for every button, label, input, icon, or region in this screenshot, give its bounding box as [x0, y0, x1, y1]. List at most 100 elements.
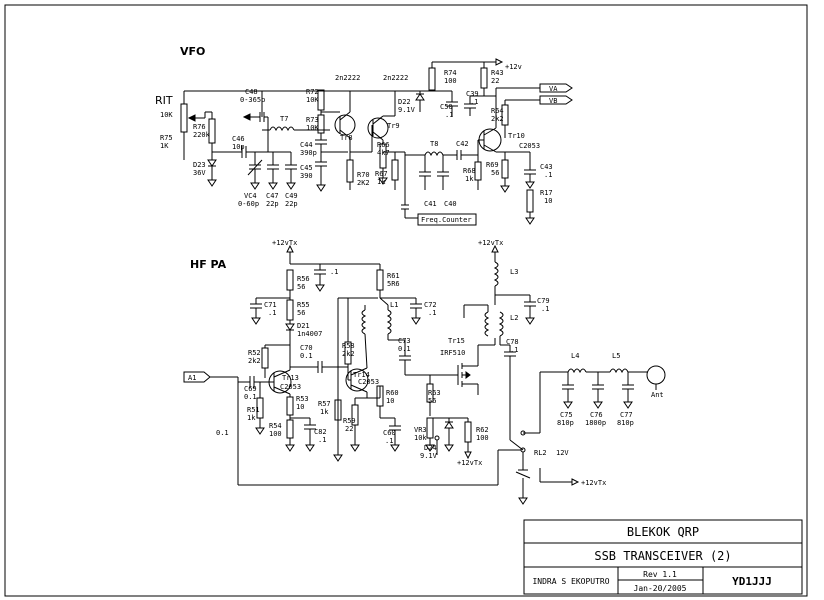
r70v-label: 2K2	[357, 179, 370, 187]
r58-label: R58	[342, 342, 355, 350]
c72-label: C72	[424, 301, 437, 309]
section-vfo: VFO	[180, 45, 205, 58]
plus12-label: +12v	[505, 63, 522, 71]
c42-label: C42	[456, 140, 469, 148]
r76-label: R76	[193, 123, 206, 131]
port-ant: Ant	[651, 391, 664, 399]
r66-label: R66	[377, 141, 390, 149]
c2053-label: C2053	[519, 142, 540, 150]
c45v-label: 390	[300, 172, 313, 180]
title-line2: SSB TRANSCEIVER (2)	[594, 549, 731, 563]
r17v-label: 10	[544, 197, 552, 205]
r59v-label: 22	[345, 425, 353, 433]
title-rev: Rev 1.1	[643, 570, 677, 579]
tr15-label: Tr15	[448, 337, 465, 345]
section-rit: RIT	[155, 94, 173, 107]
r63-label: R63	[428, 389, 441, 397]
title-callsign: YD1JJJ	[732, 575, 772, 588]
c60v-label: .1	[385, 437, 393, 445]
c39v-label: .1	[470, 98, 478, 106]
l5-label: L5	[612, 352, 620, 360]
tr8-label: Tr8	[340, 134, 353, 142]
c72v-label: .1	[428, 309, 436, 317]
l2-label: L2	[510, 314, 518, 322]
c43v-label: .1	[544, 171, 552, 179]
tr9-type-label: 2n2222	[383, 74, 408, 82]
c-top-label: .1	[330, 268, 338, 276]
vc4-label: VC4	[244, 192, 257, 200]
c79v-label: .1	[541, 305, 549, 313]
r60-label: R60	[386, 389, 399, 397]
c73-label: C73	[398, 337, 411, 345]
tr13t-label: C2053	[280, 383, 301, 391]
port-va: VA	[549, 85, 558, 93]
r54-label: R54	[269, 422, 282, 430]
r43-label: R43	[491, 69, 504, 77]
d23v-label: 36V	[193, 169, 206, 177]
c45-label: C45	[300, 164, 313, 172]
c76v-label: 1800p	[585, 419, 606, 427]
rl2-label: RL2	[534, 449, 547, 457]
page-border	[4, 4, 808, 597]
r57-label: R57	[318, 400, 331, 408]
port-vb: VB	[549, 97, 557, 105]
vtx2-label: +12vTx	[478, 239, 503, 247]
r52v-label: 2k2	[248, 357, 261, 365]
vr3-label: VR3	[414, 426, 427, 434]
r74v-label: 100	[444, 77, 457, 85]
tr14-label: Tr14	[353, 371, 370, 379]
d24v-label: 9.1V	[420, 452, 438, 460]
c48v-label: 0-365p	[240, 96, 265, 104]
title-author: INDRA S EKOPUTRO	[532, 577, 609, 586]
r63v-label: 56	[428, 397, 436, 405]
c82v-label: .1	[318, 436, 326, 444]
c77-label: C77	[620, 411, 633, 419]
title-block: BLEKOK QRP SSB TRANSCEIVER (2) INDRA S E…	[523, 519, 803, 595]
tr8-type-label: 2n2222	[335, 74, 360, 82]
r68-label: R68	[463, 167, 476, 175]
tr13-label: Tr13	[282, 374, 299, 382]
d23-label: D23	[193, 161, 206, 169]
c77v-label: 810p	[617, 419, 634, 427]
tr9-label: Tr9	[387, 122, 400, 130]
vc4v-label: 0-60p	[238, 200, 259, 208]
c47-label: C47	[266, 192, 279, 200]
vtx3-label: +12vTx	[457, 459, 482, 467]
c79-label: C79	[537, 297, 550, 305]
c69v-label: 0.1	[244, 393, 257, 401]
c48-label: C48	[245, 88, 258, 96]
r64v-label: 2k2	[491, 115, 504, 123]
r59-label: R59	[343, 417, 356, 425]
c78-label: C78	[506, 338, 519, 346]
c43-label: C43	[540, 163, 553, 171]
c76-label: C76	[590, 411, 603, 419]
r72v-label: 10K	[306, 96, 319, 104]
c70v-label: 0.1	[300, 352, 313, 360]
r69v-label: 56	[491, 169, 499, 177]
r68v-label: 1k	[465, 175, 474, 183]
c47v-label: 22p	[266, 200, 279, 208]
c44v-label: 390p	[300, 149, 317, 157]
d22-label: D22	[398, 98, 411, 106]
r56-label: R56	[297, 275, 310, 283]
r67-label: R67	[375, 170, 388, 178]
c82-label: C82	[314, 428, 327, 436]
c70-label: C70	[300, 344, 313, 352]
c71-label: C71	[264, 301, 277, 309]
r43v-label: 22	[491, 77, 499, 85]
vr3v-label: 10k	[414, 434, 427, 442]
d21-label: D21	[297, 322, 310, 330]
c50v-label: .1	[445, 111, 453, 119]
hfpa-labels: +12vTx +12vTx +12vTx +12vTx .1 R56 56 R6…	[188, 239, 664, 487]
r60v-label: 10	[386, 397, 394, 405]
t7-label: T7	[280, 115, 288, 123]
rl2v-label: 12V	[556, 449, 569, 457]
r73-label: R73	[306, 116, 319, 124]
cin-label: 0.1	[216, 429, 229, 437]
r76v-label: 220k	[193, 131, 211, 139]
c49-label: C49	[285, 192, 298, 200]
c75-label: C75	[560, 411, 573, 419]
section-hfpa: HF PA	[190, 258, 227, 271]
